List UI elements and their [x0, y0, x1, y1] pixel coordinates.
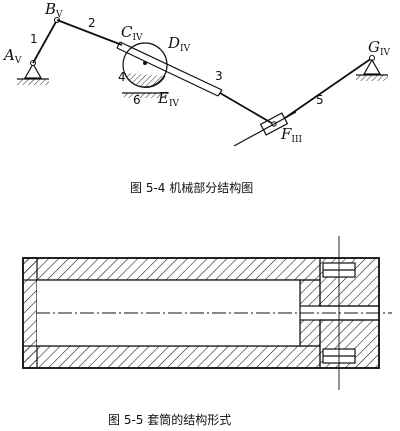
link-1: [32, 19, 58, 64]
sleeve-section-diagram: 图 5-5 套筒的结构形式: [22, 236, 392, 427]
sleeve-bore-step-top: [299, 279, 321, 307]
sleeve-top-wall: [22, 257, 321, 281]
label-g: GIV: [368, 38, 391, 58]
caption-figure-5-4: 图 5-4 机械部分结构图: [130, 180, 253, 195]
link-5: [284, 57, 373, 119]
slider-rod-3: [116, 41, 223, 97]
label-b: BV: [44, 0, 63, 20]
link-2: [56, 19, 123, 46]
sleeve-bore-step-bottom: [299, 319, 321, 347]
link-number-4: 4: [118, 70, 126, 84]
ground-support-a: [17, 62, 49, 85]
sleeve-left-end: [22, 257, 38, 369]
link-3-extension: [219, 92, 276, 126]
label-c: CIV: [121, 23, 143, 43]
link-number-2: 2: [88, 16, 96, 30]
label-a: AV: [2, 46, 22, 66]
ground-support-g: [356, 54, 388, 81]
sleeve-bottom-wall: [22, 345, 321, 369]
mechanism-diagram: AV BV CIV DIV EIV FIII GIV 1 2 3 4 5 6 图…: [2, 0, 391, 195]
label-e: EIV: [157, 89, 180, 109]
caption-figure-5-5: 图 5-5 套筒的结构形式: [108, 412, 231, 427]
label-f: FIII: [280, 125, 303, 145]
link-number-1: 1: [30, 32, 38, 46]
link-number-6: 6: [133, 93, 141, 107]
link-number-3: 3: [215, 69, 223, 83]
rotating-guide-4: [122, 42, 168, 98]
label-d: DIV: [167, 34, 191, 54]
link-number-5: 5: [316, 93, 324, 107]
